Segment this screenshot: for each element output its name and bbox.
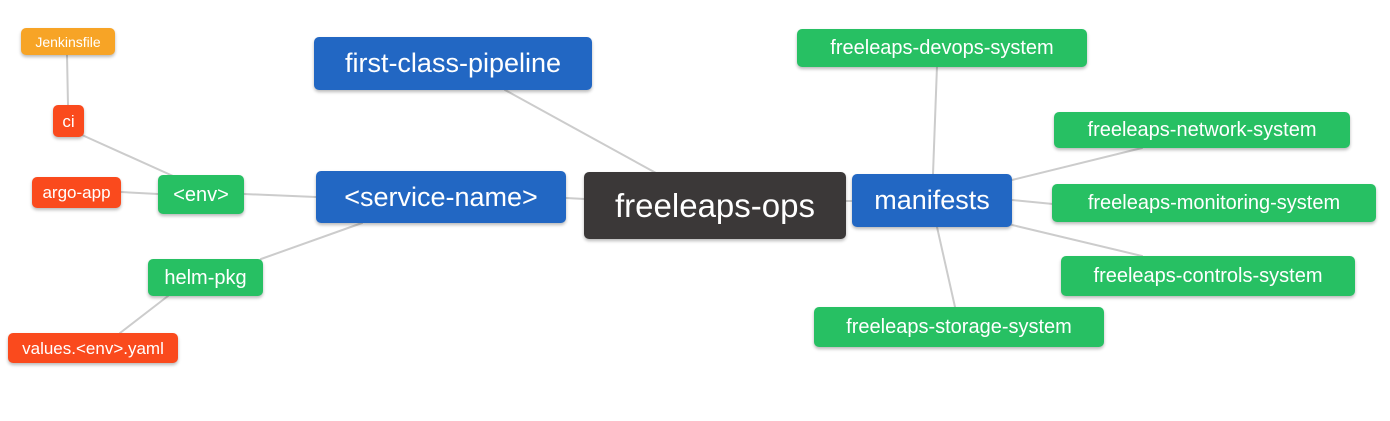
node-jenkinsfile[interactable]: Jenkinsfile [21, 28, 115, 55]
edge-manifests-to-freeleaps-network-system [1011, 147, 1143, 181]
node-helm-pkg[interactable]: helm-pkg [148, 259, 263, 296]
edge-argo-app-to-env [120, 191, 159, 195]
node-values-env-yaml[interactable]: values.<env>.yaml [8, 333, 178, 363]
node-freeleaps-network-system[interactable]: freeleaps-network-system [1054, 112, 1350, 148]
edge-freeleaps-devops-system-to-manifests [932, 65, 938, 175]
edge-first-class-pipeline-to-freeleaps-ops [504, 89, 657, 174]
edge-manifests-to-freeleaps-storage-system [936, 226, 956, 308]
edge-helm-pkg-to-service-name [260, 222, 363, 260]
edge-ci-to-env [81, 134, 174, 177]
edge-manifests-to-freeleaps-controls-system [1007, 223, 1143, 257]
node-freeleaps-ops[interactable]: freeleaps-ops [584, 172, 846, 239]
node-freeleaps-devops-system[interactable]: freeleaps-devops-system [797, 29, 1087, 67]
edge-service-name-to-freeleaps-ops [565, 197, 586, 200]
node-service-name[interactable]: <service-name> [316, 171, 566, 223]
node-manifests[interactable]: manifests [852, 174, 1012, 227]
edge-helm-pkg-to-values-env-yaml [119, 295, 169, 334]
node-freeleaps-storage-system[interactable]: freeleaps-storage-system [814, 307, 1104, 347]
edge-env-to-service-name [243, 193, 317, 198]
node-freeleaps-monitoring-system[interactable]: freeleaps-monitoring-system [1052, 184, 1376, 222]
edge-manifests-to-freeleaps-monitoring-system [1011, 199, 1054, 205]
node-freeleaps-controls-system[interactable]: freeleaps-controls-system [1061, 256, 1355, 296]
node-ci[interactable]: ci [53, 105, 84, 137]
edge-jenkinsfile-to-ci [66, 54, 69, 106]
node-first-class-pipeline[interactable]: first-class-pipeline [314, 37, 592, 90]
node-env[interactable]: <env> [158, 175, 244, 214]
node-argo-app[interactable]: argo-app [32, 177, 121, 208]
